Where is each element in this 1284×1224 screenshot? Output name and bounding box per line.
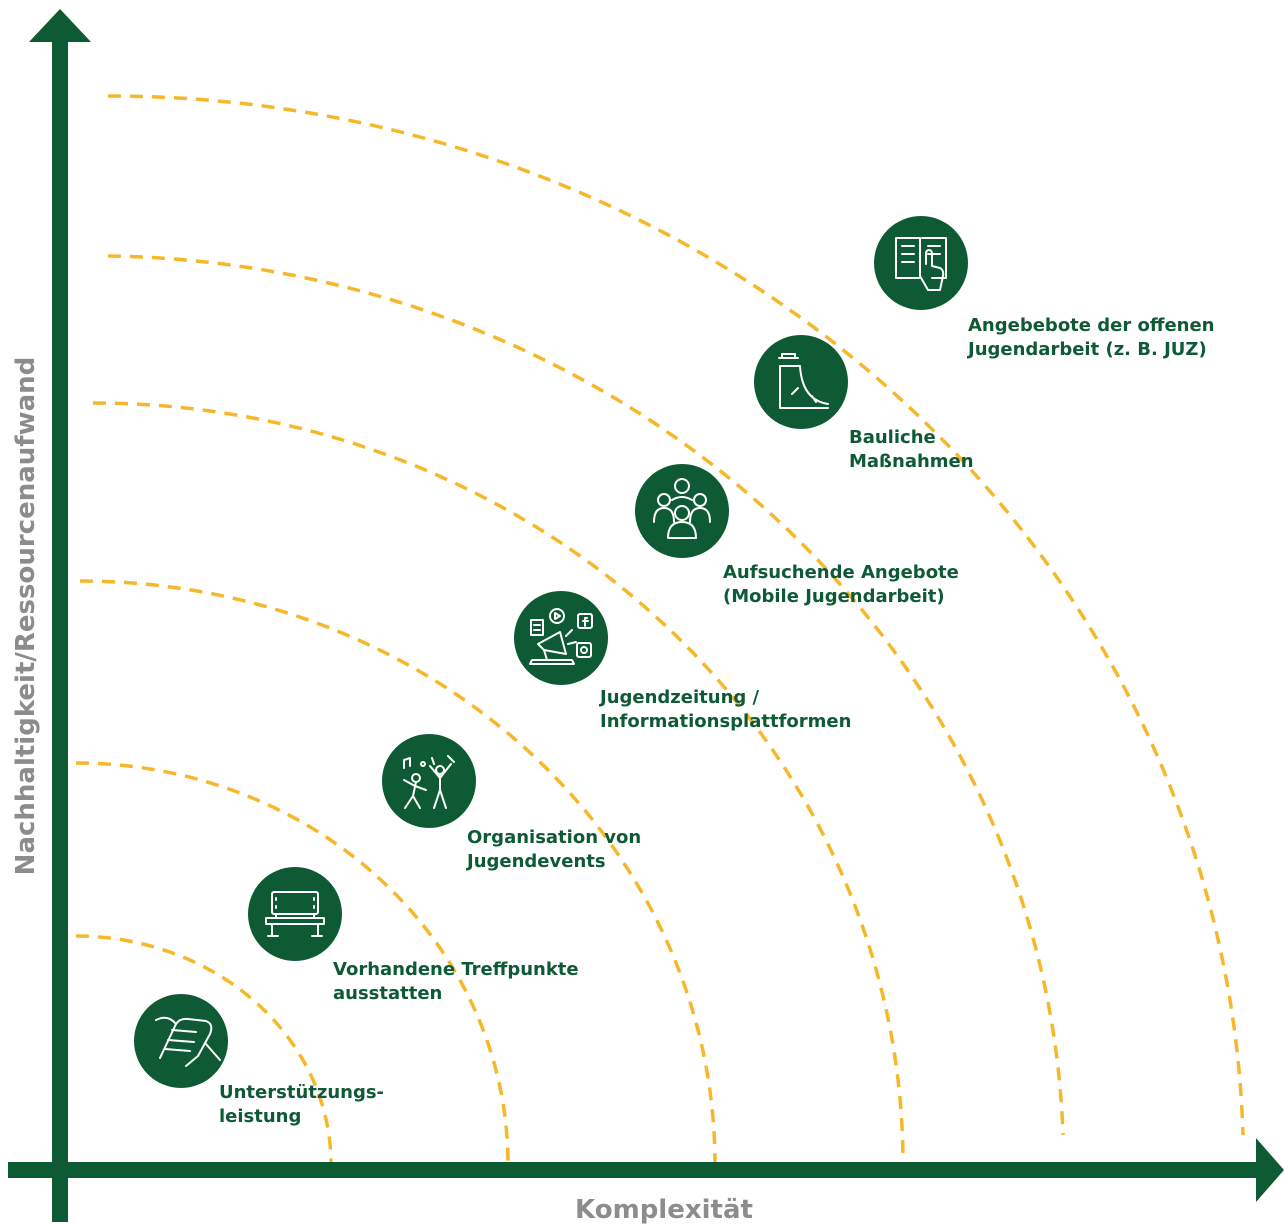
item-3-jugendevents <box>382 734 476 828</box>
item-5-aufsuchende-angebote <box>635 464 729 558</box>
handshake-icon <box>155 1016 221 1067</box>
label-offene-jugendarbeit: Angebebote der offenen Jugendarbeit (z. … <box>968 314 1215 362</box>
label-line: Angebebote der offenen <box>968 315 1215 336</box>
arc-2 <box>75 761 510 1165</box>
skate-ramp-icon <box>778 353 829 409</box>
item-2-treffpunkte <box>248 867 342 961</box>
axes-group: Komplexität Nachhaltigkeit/Ressourcenauf… <box>8 9 1284 1224</box>
label-line: Unterstützungs- <box>219 1082 385 1103</box>
y-axis-arrowhead <box>29 9 91 42</box>
arc-3 <box>79 579 717 1165</box>
label-jugendevents: Organisation von Jugendevents <box>467 826 641 874</box>
label-line: leistung <box>219 1106 302 1127</box>
group-of-people-icon <box>653 478 711 539</box>
arc-5 <box>107 254 1065 1136</box>
label-line: Jugendzeitung / <box>600 687 760 708</box>
dancing-people-icon <box>403 755 455 809</box>
label-line: Aufsuchende Angebote <box>723 562 959 583</box>
label-line: Informationsplattformen <box>600 711 852 732</box>
label-line: Jugendevents <box>467 851 606 872</box>
item-4-jugendzeitung <box>514 591 608 685</box>
social-media-megaphone-icon <box>529 608 593 665</box>
arc-6 <box>107 94 1245 1136</box>
label-line: Vorhandene Treffpunkte <box>333 959 579 980</box>
label-line: (Mobile Jugendarbeit) <box>723 586 945 607</box>
arc-group <box>75 94 1245 1165</box>
label-aufsuchende-angebote: Aufsuchende Angebote (Mobile Jugendarbei… <box>723 561 959 609</box>
y-axis-title: Nachhaltigkeit/Ressourcenaufwand <box>11 357 41 876</box>
book-pointing-hand-icon <box>895 237 947 291</box>
bench-icon <box>265 891 325 937</box>
item-1-unterstuetzung <box>134 994 228 1088</box>
label-unterstuetzung: Unterstützungs- leistung <box>219 1081 384 1129</box>
label-bauliche-massnahmen: Bauliche Maßnahmen <box>849 426 974 474</box>
item-7-offene-jugendarbeit <box>874 216 968 310</box>
item-6-bauliche-massnahmen <box>754 335 848 429</box>
label-line: Organisation von <box>467 827 642 848</box>
y-axis-line <box>52 38 68 1222</box>
label-line: Jugendarbeit (z. B. JUZ) <box>968 339 1207 360</box>
label-jugendzeitung: Jugendzeitung / Informationsplattformen <box>600 686 851 734</box>
x-axis-title: Komplexität <box>575 1195 753 1224</box>
x-axis-arrowhead <box>1256 1138 1284 1202</box>
x-axis-line <box>8 1162 1260 1178</box>
label-line: Maßnahmen <box>849 451 974 472</box>
label-line: ausstatten <box>333 983 443 1004</box>
label-treffpunkte: Vorhandene Treffpunkte ausstatten <box>333 958 579 1006</box>
label-line: Bauliche <box>849 427 936 448</box>
